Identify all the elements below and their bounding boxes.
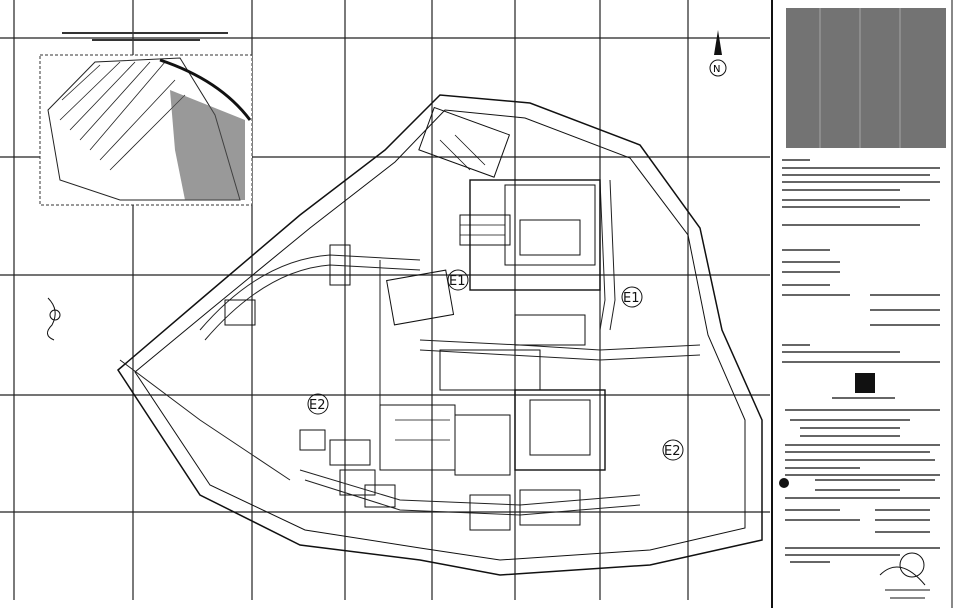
inset-title bbox=[62, 32, 228, 41]
zone-label: Ε2 bbox=[309, 398, 326, 413]
north-arrow: N bbox=[709, 30, 727, 77]
zone-label: Ε2 bbox=[664, 444, 681, 459]
buildings bbox=[224, 106, 606, 531]
stamp-signature bbox=[879, 552, 930, 599]
title-block bbox=[771, 0, 953, 608]
zone-label: Ε1 bbox=[449, 274, 466, 289]
zone-label: Ε1 bbox=[623, 291, 640, 306]
svg-text:N: N bbox=[713, 64, 720, 75]
building-hatching bbox=[395, 134, 505, 441]
internal-roads bbox=[119, 179, 701, 516]
zone-labels: Ε1 Ε1 Ε2 Ε2 bbox=[307, 269, 684, 461]
site-boundary bbox=[117, 94, 763, 576]
inset-map bbox=[39, 32, 253, 206]
scale-symbol bbox=[47, 297, 61, 341]
